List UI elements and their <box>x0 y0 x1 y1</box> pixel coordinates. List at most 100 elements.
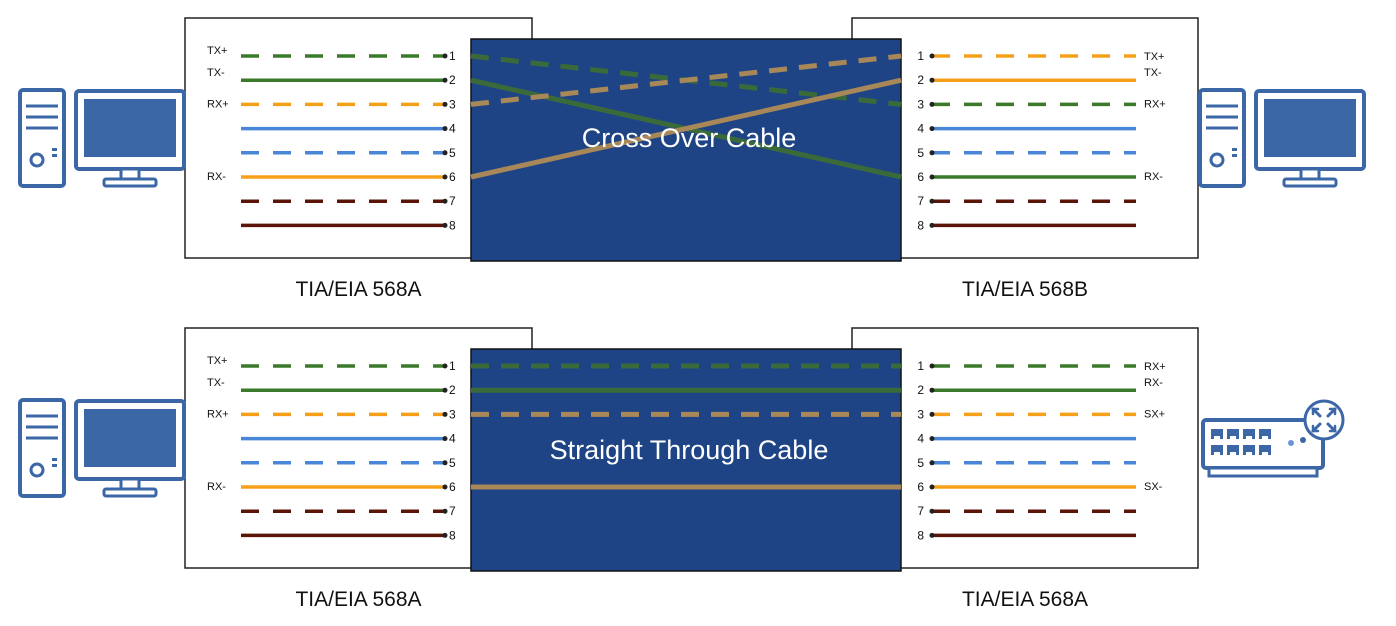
wire-endpoint <box>442 174 448 180</box>
signal-label: TX+ <box>207 45 227 57</box>
wire-endpoint <box>929 101 935 107</box>
pin-number-7: 7 <box>917 194 924 208</box>
pin-number-7: 7 <box>449 504 456 518</box>
led <box>52 458 57 461</box>
pin-number-4: 4 <box>449 432 456 446</box>
cable-body <box>470 348 902 572</box>
ethernet-port <box>1211 445 1223 455</box>
pin-number-1: 1 <box>917 49 924 63</box>
wire-endpoint <box>929 363 935 369</box>
signal-label: SX+ <box>1144 408 1165 420</box>
wire-endpoint <box>442 508 448 514</box>
wire-endpoint <box>929 126 935 132</box>
ethernet-port <box>1243 429 1255 439</box>
desktop-computer-icon <box>18 88 186 188</box>
ethernet-port <box>1259 445 1271 455</box>
pin-number-5: 5 <box>917 456 924 470</box>
ethernet-port <box>1211 429 1223 439</box>
pin-number-4: 4 <box>917 122 924 136</box>
signal-label: RX+ <box>1144 98 1166 110</box>
ethernet-port <box>1259 429 1271 439</box>
signal-label: TX+ <box>207 355 227 367</box>
pin-number-3: 3 <box>917 97 924 111</box>
signal-label: RX+ <box>1144 361 1166 373</box>
port-slot <box>1214 436 1220 439</box>
wire-endpoint <box>929 532 935 538</box>
signal-label: RX+ <box>207 408 229 420</box>
pin-number-6: 6 <box>917 170 924 184</box>
pin-number-6: 6 <box>449 170 456 184</box>
cable-wire-6-to-2 <box>470 77 902 180</box>
wire-endpoint <box>929 198 935 204</box>
pin-number-2: 2 <box>917 383 924 397</box>
pin-number-1: 1 <box>449 49 456 63</box>
monitor <box>1254 89 1366 188</box>
ethernet-port <box>1227 429 1239 439</box>
pin-number-1: 1 <box>449 359 456 373</box>
port-slot <box>1262 452 1268 455</box>
monitor <box>74 89 186 188</box>
pin-number-8: 8 <box>449 528 456 542</box>
wire-endpoint <box>442 484 448 490</box>
wire-endpoint <box>929 222 935 228</box>
monitor-base <box>102 177 158 188</box>
monitor-screen <box>84 409 176 467</box>
wire-endpoint <box>442 387 448 393</box>
pin-number-3: 3 <box>449 407 456 421</box>
port-slot <box>1246 452 1252 455</box>
wire-endpoint <box>442 126 448 132</box>
pin-number-8: 8 <box>449 218 456 232</box>
port-slot <box>1214 452 1220 455</box>
led <box>52 464 57 467</box>
pin-number-5: 5 <box>917 146 924 160</box>
pin-number-5: 5 <box>449 456 456 470</box>
wire-endpoint <box>442 436 448 442</box>
port-slot <box>1230 452 1236 455</box>
cable-title: Straight Through Cable <box>550 435 829 465</box>
desktop-computer-icon <box>1198 88 1366 188</box>
cable: Cross Over Cable <box>470 38 902 262</box>
port-slot <box>1230 436 1236 439</box>
signal-label: RX- <box>207 481 226 493</box>
power-button <box>1209 152 1225 168</box>
left-standard-caption: TIA/EIA 568A <box>295 278 421 301</box>
pin-number-2: 2 <box>449 383 456 397</box>
network-switch-icon <box>1201 399 1345 478</box>
pin-number-3: 3 <box>917 407 924 421</box>
router-circle <box>1303 399 1345 441</box>
router-arrowhead <box>1328 407 1337 416</box>
pin-number-7: 7 <box>449 194 456 208</box>
tower-body <box>18 398 66 498</box>
monitor-screen <box>84 99 176 157</box>
wire-endpoint <box>442 411 448 417</box>
wire-endpoint <box>442 460 448 466</box>
cable-body <box>470 38 902 262</box>
pin-number-7: 7 <box>917 504 924 518</box>
monitor-screen <box>1264 99 1356 157</box>
right-connector-box <box>851 17 1199 259</box>
router-symbol <box>1303 399 1345 441</box>
pin-number-4: 4 <box>917 432 924 446</box>
tower-case <box>18 398 66 498</box>
port-slot <box>1246 436 1252 439</box>
pin-number-5: 5 <box>449 146 456 160</box>
router-arrowhead <box>1328 424 1337 433</box>
wire-endpoint <box>929 508 935 514</box>
signal-label: TX+ <box>1144 51 1164 63</box>
signal-label: RX+ <box>207 98 229 110</box>
switch-base <box>1207 466 1319 478</box>
wire-endpoint <box>442 150 448 156</box>
right-standard-caption: TIA/EIA 568A <box>962 588 1088 611</box>
tower-body <box>1198 88 1246 188</box>
wire-endpoint <box>929 77 935 83</box>
status-led <box>1300 437 1306 443</box>
wire-endpoint <box>929 150 935 156</box>
wire-endpoint <box>929 387 935 393</box>
monitor <box>74 399 186 498</box>
led <box>52 148 57 151</box>
signal-label: RX- <box>207 171 226 183</box>
